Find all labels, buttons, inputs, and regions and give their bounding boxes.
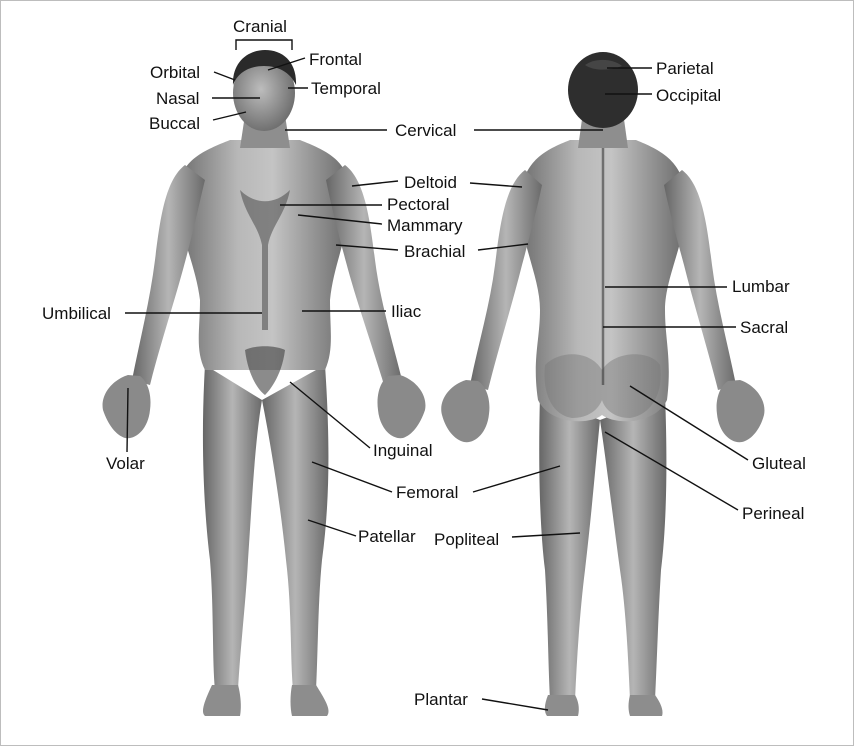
- back-left-hand: [441, 380, 489, 442]
- label-sacral: Sacral: [740, 318, 788, 337]
- label-temporal: Temporal: [311, 79, 381, 98]
- label-femoral: Femoral: [396, 483, 458, 502]
- orbital-leader: [214, 72, 235, 80]
- back-left-arm: [470, 170, 542, 390]
- back-left-foot: [545, 695, 579, 716]
- front-left-arm: [132, 165, 205, 385]
- label-lumbar: Lumbar: [732, 277, 790, 296]
- label-perineal: Perineal: [742, 504, 804, 523]
- label-volar: Volar: [106, 454, 145, 473]
- front-figure: [103, 50, 426, 716]
- label-deltoid: Deltoid: [404, 173, 457, 192]
- label-occipital: Occipital: [656, 86, 721, 105]
- label-pectoral: Pectoral: [387, 195, 449, 214]
- label-nasal: Nasal: [156, 89, 199, 108]
- cranial-bracket: [236, 40, 292, 50]
- front-left-leg: [203, 365, 262, 690]
- back-figure: [441, 52, 764, 716]
- label-umbilical: Umbilical: [42, 304, 111, 323]
- label-cervical: Cervical: [395, 121, 456, 140]
- region-labels: Cranial Frontal Orbital Temporal Nasal B…: [42, 17, 806, 709]
- front-right-leg: [262, 365, 328, 690]
- back-right-hand: [717, 380, 765, 442]
- volar-leader: [127, 388, 128, 452]
- label-parietal: Parietal: [656, 59, 714, 78]
- back-right-arm: [664, 170, 736, 390]
- label-popliteal: Popliteal: [434, 530, 499, 549]
- label-brachial: Brachial: [404, 242, 465, 261]
- back-right-leg: [600, 395, 666, 700]
- front-left-hand: [103, 375, 151, 438]
- back-right-foot: [629, 695, 663, 716]
- label-frontal: Frontal: [309, 50, 362, 69]
- label-orbital: Orbital: [150, 63, 200, 82]
- front-left-foot: [203, 685, 241, 716]
- label-plantar: Plantar: [414, 690, 468, 709]
- label-iliac: Iliac: [391, 302, 422, 321]
- label-mammary: Mammary: [387, 216, 463, 235]
- plantar-leader: [482, 699, 548, 710]
- deltoid-leader: [352, 181, 398, 186]
- label-gluteal: Gluteal: [752, 454, 806, 473]
- back-left-leg: [539, 395, 600, 700]
- front-right-foot: [291, 685, 329, 716]
- label-inguinal: Inguinal: [373, 441, 433, 460]
- label-cranial: Cranial: [233, 17, 287, 36]
- label-patellar: Patellar: [358, 527, 416, 546]
- front-groin: [245, 346, 285, 395]
- label-buccal: Buccal: [149, 114, 200, 133]
- front-right-hand: [377, 375, 425, 438]
